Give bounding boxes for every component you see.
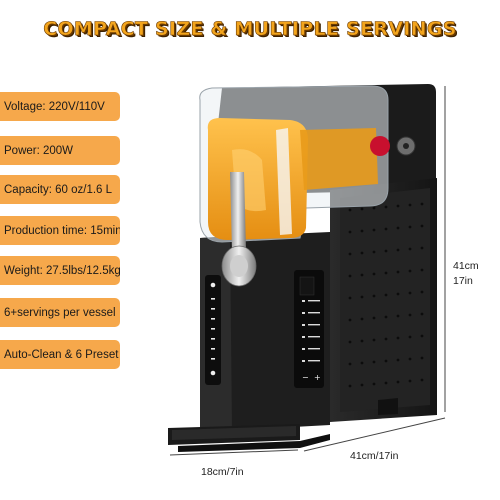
dispense-lever (221, 172, 257, 287)
spec-capacity: Capacity: 60 oz/1.6 L (0, 175, 120, 204)
power-icon (210, 282, 216, 288)
height-label: 41cm 17in (453, 260, 479, 287)
plus-icon: + (314, 373, 321, 382)
dimension-lines (169, 86, 446, 456)
slush-bowl (199, 85, 389, 243)
spec-autoclean: Auto-Clean & 6 Preset (0, 340, 120, 369)
spec-voltage: Voltage: 220V/110V (0, 92, 120, 121)
vent-holes (348, 202, 424, 388)
spec-power: Power: 200W (0, 136, 120, 165)
width-label: 18cm/7in (201, 466, 244, 478)
right-cabinet (330, 178, 437, 422)
drip-tray (168, 424, 330, 452)
depth-label: 41cm/17in (350, 450, 399, 462)
spec-weight: Weight: 27.5lbs/12.5kg (0, 256, 120, 285)
spec-production: Production time: 15min (0, 216, 120, 245)
left-led-panel (205, 275, 221, 385)
red-knob (370, 136, 416, 156)
lock-icon (210, 370, 216, 376)
page-title: COMPACT SIZE & MULTIPLE SERVINGS (43, 18, 457, 41)
control-panel (294, 270, 324, 388)
display-screen (299, 276, 315, 296)
minus-icon: − (302, 373, 309, 382)
spec-servings: 6+servings per vessel (0, 298, 120, 327)
front-column: − + (200, 232, 330, 432)
